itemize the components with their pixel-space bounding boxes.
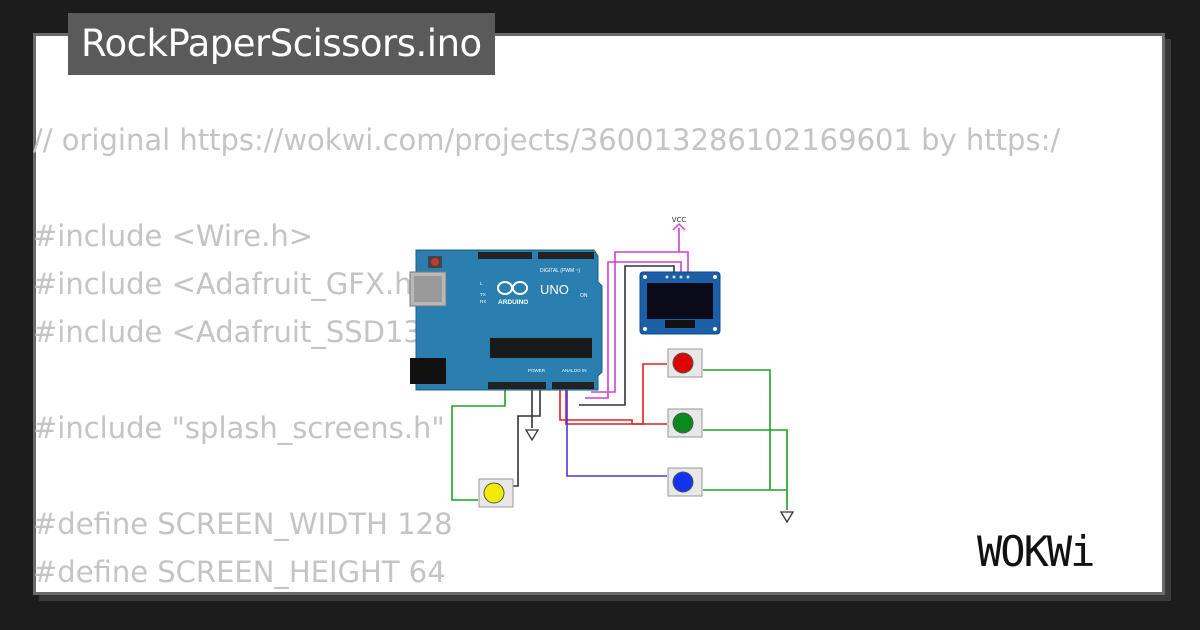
oled-display [639,271,721,335]
svg-text:DIGITAL (PWM ~): DIGITAL (PWM ~) [540,268,580,274]
wire-magenta [591,251,689,393]
ground-icon [524,429,795,524]
arduino-uno-board: UNO ARDUINO DIGITAL (PWM ~) ON L TX RX P… [409,249,603,391]
svg-text:ARDUINO: ARDUINO [498,299,528,306]
button-yellow [478,478,514,508]
button-green [667,408,703,438]
wokwi-logo: WOKWi [977,528,1095,576]
code-line: #include <Wire.h> [33,219,314,253]
wire-green [703,429,788,510]
svg-text:POWER: POWER [528,368,546,373]
code-line: #define SCREEN_HEIGHT 64 [33,555,446,589]
code-line: #define SCREEN_WIDTH 128 [33,507,453,541]
wire-magenta [585,261,682,399]
svg-text:TX: TX [480,292,486,297]
svg-text:RX: RX [480,299,486,304]
svg-text:L: L [480,281,483,286]
svg-text:WOKWi: WOKWi [977,528,1093,576]
svg-text:ON: ON [580,293,588,299]
wire-green [451,380,506,501]
svg-text:UNO: UNO [540,282,569,297]
vcc-symbol: VCC [672,216,687,231]
svg-text:ANALOG IN: ANALOG IN [562,368,587,373]
button-red [667,348,703,378]
code-line: #include <Adafruit_GFX.h> [33,267,437,301]
button-blue [667,467,703,497]
code-line: // original https://wokwi.com/projects/3… [33,123,1061,157]
svg-text:VCC: VCC [672,216,687,224]
file-title: RockPaperScissors.ino [68,13,495,75]
wire-blue [566,390,667,477]
code-line: #include "splash_screens.h" [33,411,445,445]
wire-black [579,265,675,406]
wire-red [559,390,633,424]
circuit-diagram: VCC UNO ARDUINO DIGITAL (PWM ~) ON L [409,216,795,524]
wire-black [510,390,541,487]
